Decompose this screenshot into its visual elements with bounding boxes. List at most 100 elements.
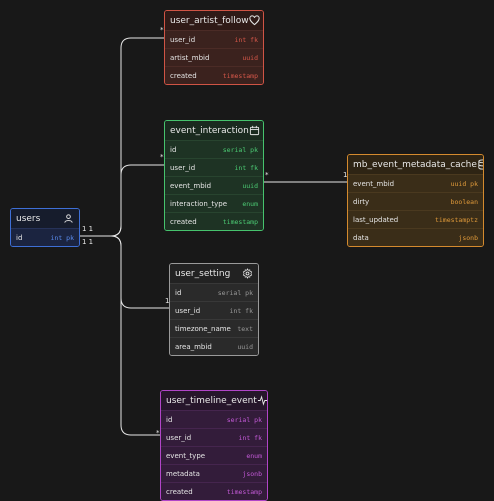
column-type: int fk [238,433,262,442]
column-type: serial pk [226,415,262,424]
table-row[interactable]: user_id int fk [161,428,267,446]
cardinality-one-user-setting: 1 [165,297,170,305]
column-type: text [237,324,253,333]
table-row[interactable]: id serial pk [161,410,267,428]
table-header[interactable]: mb_event_metadata_cache [348,155,483,174]
column-name: created [166,487,193,496]
cardinality-one-cache: 1 [343,171,348,179]
column-name: user_id [170,35,196,44]
database-icon [477,159,483,171]
column-name: user_id [166,433,192,442]
table-row[interactable]: user_id int fk [170,301,258,319]
user-icon [62,213,74,225]
column-type: timestamptz [434,215,478,224]
column-name: event_type [166,451,206,460]
column-name: timezone_name [175,324,231,333]
column-type: serial pk [217,288,253,297]
table-row[interactable]: created timestamp [165,66,263,84]
edge-users-user-artist-follow [80,37,164,237]
column-type: int fk [234,163,258,172]
table-row[interactable]: event_mbid uuid [165,176,263,194]
column-name: id [16,233,23,242]
table-header[interactable]: user_artist_follow [165,11,263,30]
edge-users-user-setting [80,235,169,309]
table-row[interactable]: artist_mbid uuid [165,48,263,66]
column-name: created [170,217,197,226]
activity-icon [257,395,267,407]
cardinality-users-top: 1 1 [82,225,94,233]
cardinality-many-user-timeline-event: * [156,429,160,437]
column-type: timestamp [222,71,258,80]
table-row[interactable]: id serial pk [165,140,263,158]
column-type: uuid [242,181,258,190]
table-row[interactable]: last_updated timestamptz [348,210,483,228]
column-type: int pk [50,233,74,242]
table-header[interactable]: user_timeline_event [161,391,267,410]
edge-users-user-timeline-event [80,235,160,436]
table-row[interactable]: data jsonb [348,228,483,246]
column-name: area_mbid [175,342,212,351]
table-row[interactable]: id int pk [11,228,79,246]
table-title: user_setting [175,268,231,279]
gear-icon [241,268,253,280]
table-row[interactable]: dirty boolean [348,192,483,210]
column-name: user_id [175,306,201,315]
table-row[interactable]: id serial pk [170,283,258,301]
table-title: event_interaction [170,125,249,136]
column-name: event_mbid [170,181,212,190]
cardinality-many-user-artist-follow: * [160,26,164,34]
column-name: dirty [353,197,370,206]
table-row[interactable]: created timestamp [161,482,267,500]
table-header[interactable]: user_setting [170,264,258,283]
calendar-icon [249,125,260,137]
edge-users-event-interaction [80,164,164,237]
table-title: users [16,213,41,224]
table-row[interactable]: area_mbid uuid [170,337,258,355]
column-type: jsonb [242,469,262,478]
column-type: timestamp [226,487,262,496]
column-type: uuid [242,53,258,62]
table-header[interactable]: users [11,209,79,228]
column-type: enum [246,451,262,460]
table-row[interactable]: user_id int fk [165,30,263,48]
column-name: artist_mbid [170,53,210,62]
table-title: mb_event_metadata_cache [353,159,477,170]
cardinality-users-bottom: 1 1 [82,238,94,246]
column-name: metadata [166,469,200,478]
column-type: jsonb [458,233,478,242]
column-name: id [170,145,177,154]
cardinality-many-event-mbid: * [265,171,269,179]
column-type: int fk [229,306,253,315]
table-row[interactable]: timezone_name text [170,319,258,337]
column-name: last_updated [353,215,399,224]
table-row[interactable]: event_type enum [161,446,267,464]
column-type: serial pk [222,145,258,154]
column-type: uuid pk [450,179,478,188]
table-user-artist-follow[interactable]: user_artist_follow user_id int fk artist_… [164,10,264,85]
table-row[interactable]: created timestamp [165,212,263,230]
column-type: int fk [234,35,258,44]
column-name: user_id [170,163,196,172]
table-row[interactable]: user_id int fk [165,158,263,176]
table-header[interactable]: event_interaction [165,121,263,140]
column-name: data [353,233,369,242]
table-users[interactable]: users id int pk [10,208,80,247]
column-type: enum [242,199,258,208]
column-type: uuid [237,342,253,351]
column-name: created [170,71,197,80]
column-name: id [175,288,182,297]
column-type: boolean [450,197,478,206]
column-type: timestamp [222,217,258,226]
column-name: id [166,415,173,424]
heart-icon [249,15,260,27]
table-user-timeline-event[interactable]: user_timeline_event id serial pk user_id i… [160,390,268,501]
table-user-setting[interactable]: user_setting id serial pk user_id int fk t… [169,263,259,356]
table-title: user_artist_follow [170,15,249,26]
table-title: user_timeline_event [166,395,257,406]
table-row[interactable]: metadata jsonb [161,464,267,482]
